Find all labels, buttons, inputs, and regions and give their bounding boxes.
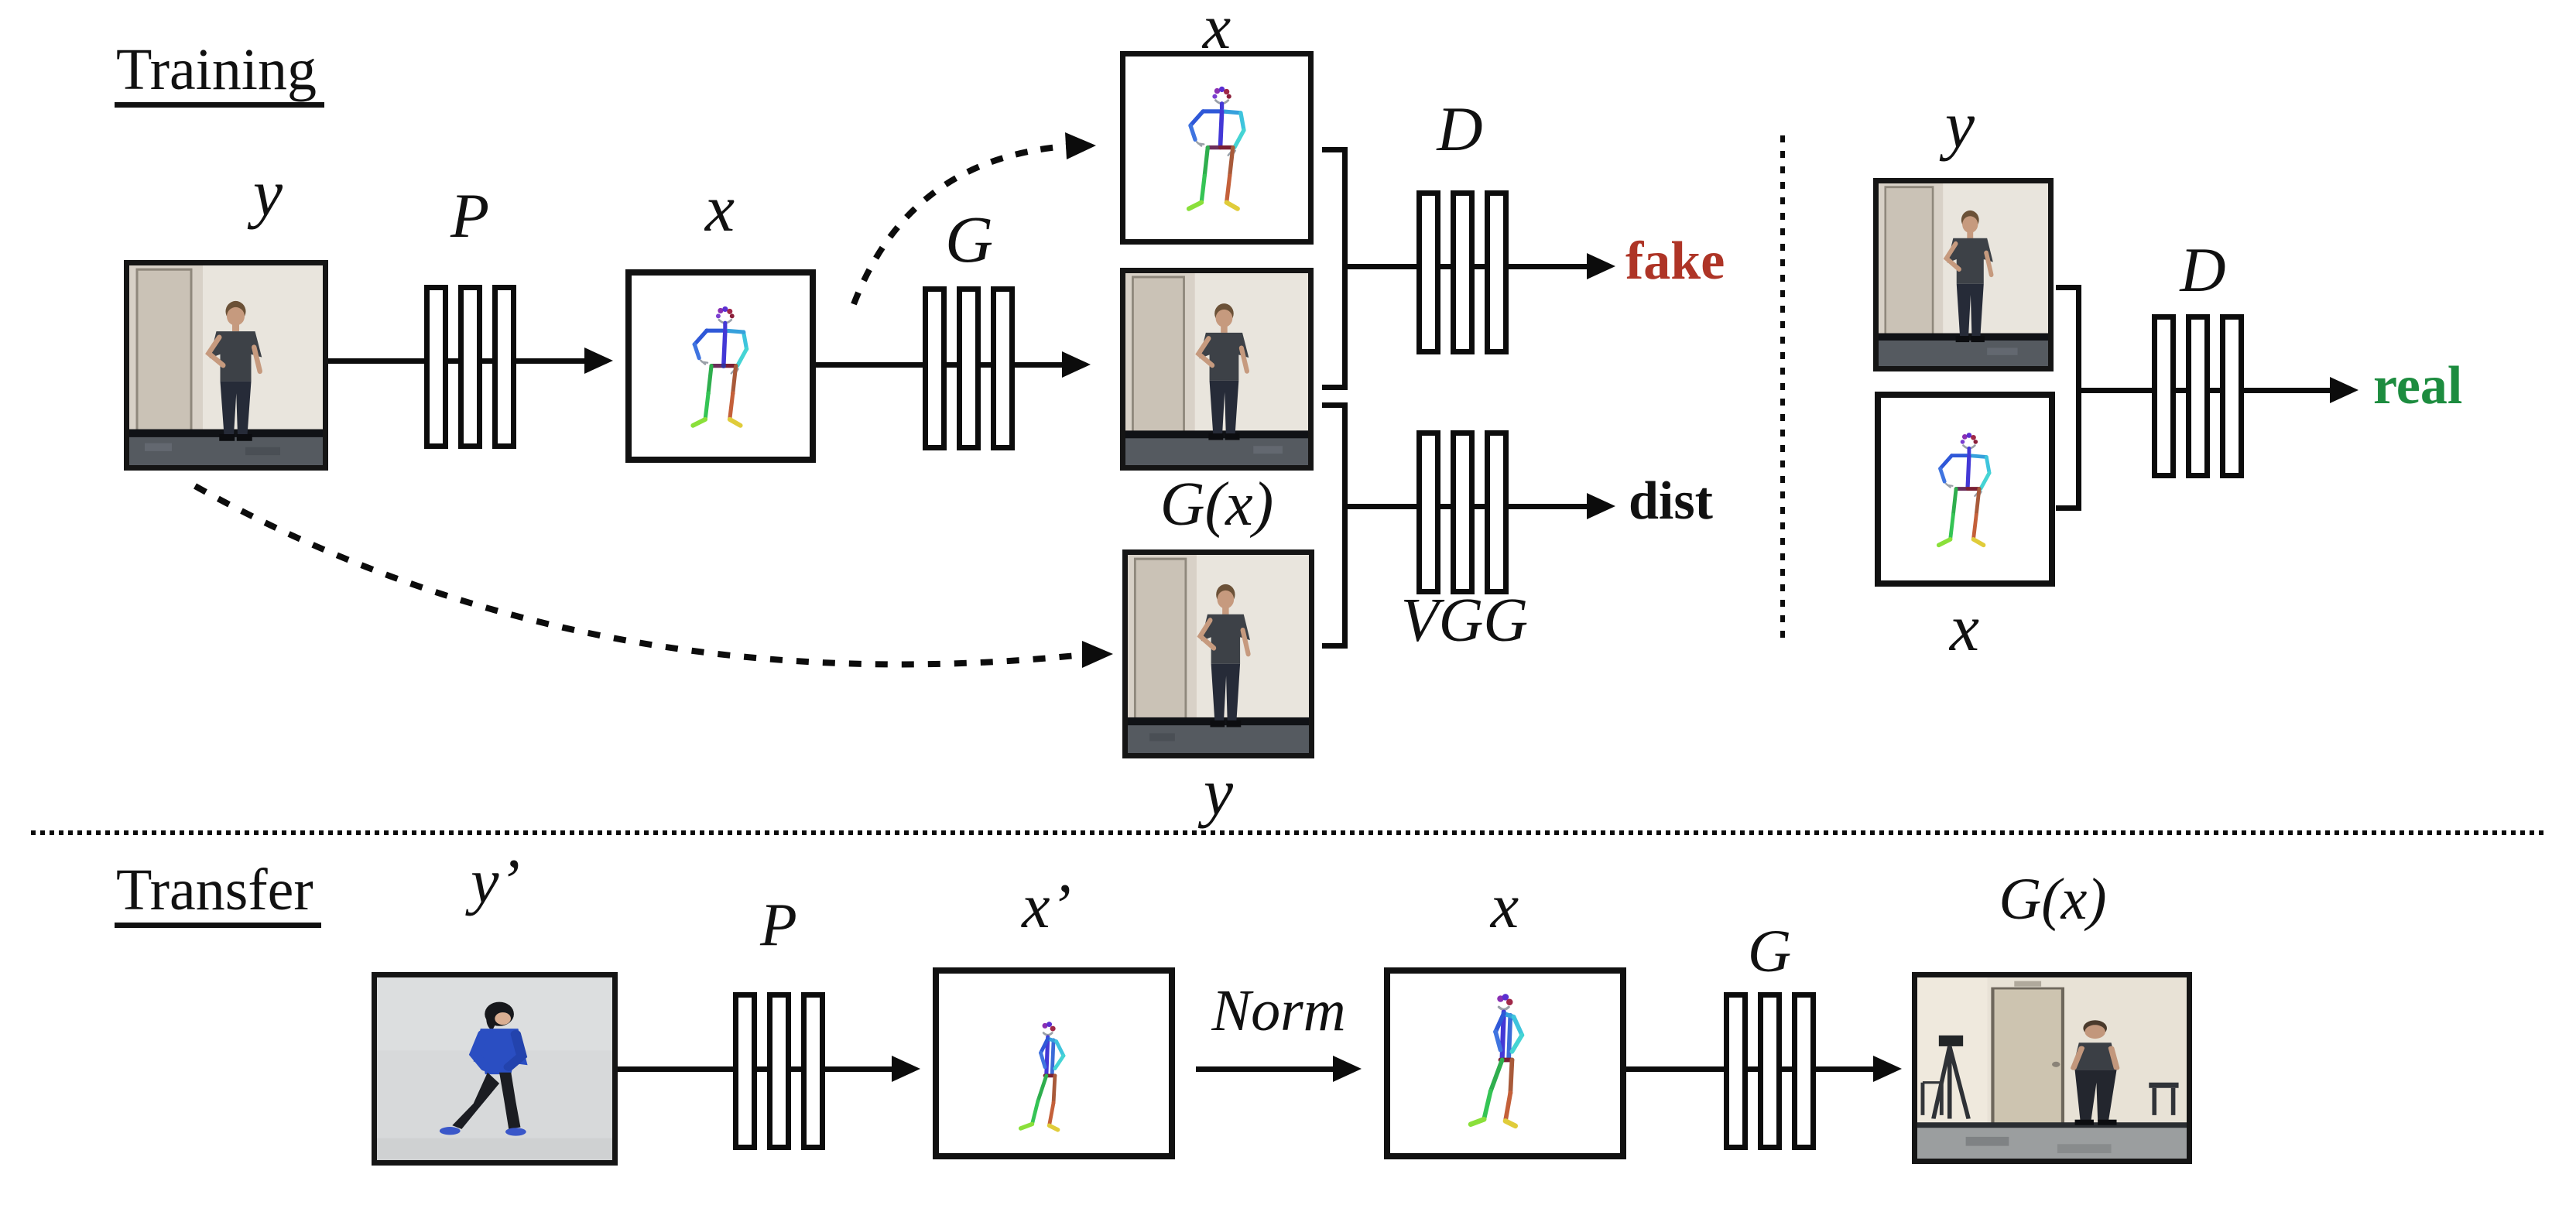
blue-person-scene-graphic bbox=[377, 977, 612, 1160]
pose-network-p bbox=[424, 285, 516, 449]
arrowhead-to-dist-icon bbox=[1587, 493, 1615, 519]
label-p-net: P bbox=[450, 180, 490, 251]
dashed-arrow-pose-head-icon bbox=[1065, 132, 1096, 159]
discriminator-network-d bbox=[1416, 190, 1509, 354]
room-scene-graphic bbox=[1879, 183, 2048, 366]
section-title-transfer: Transfer bbox=[115, 861, 321, 928]
arrowhead-to-pose-box-icon bbox=[584, 347, 613, 374]
label-y-bottom: y bbox=[1203, 755, 1234, 829]
network-layer-icon bbox=[1416, 430, 1440, 594]
pose-skeleton-front-graphic bbox=[1937, 433, 1992, 548]
bracket-real-pair bbox=[2056, 285, 2081, 511]
network-layer-icon bbox=[1451, 430, 1475, 594]
network-layer-icon bbox=[1416, 190, 1440, 354]
room-scene-graphic bbox=[1128, 555, 1309, 753]
pose-skeleton-walk-graphic bbox=[1468, 994, 1524, 1129]
network-layer-icon bbox=[923, 286, 947, 450]
label-fake: fake bbox=[1625, 231, 1725, 291]
network-layer-icon bbox=[2220, 314, 2244, 478]
label-gx-2: G(x) bbox=[1999, 867, 2107, 932]
network-layer-icon bbox=[957, 286, 981, 450]
network-layer-icon bbox=[1792, 992, 1816, 1150]
network-layer-icon bbox=[2186, 314, 2210, 478]
dashed-arrow-y-head-icon bbox=[1082, 641, 1113, 668]
label-g-net-2: G bbox=[1747, 917, 1792, 984]
flow-line-input-to-pose bbox=[328, 358, 584, 364]
arrowhead-to-real-icon bbox=[2330, 377, 2358, 403]
arrowhead-norm-icon bbox=[1333, 1056, 1362, 1082]
arrowhead-to-source-pose-icon bbox=[892, 1056, 920, 1082]
generator-network-g2 bbox=[1724, 992, 1816, 1150]
label-d-net: D bbox=[1437, 94, 1483, 164]
network-layer-icon bbox=[492, 285, 516, 449]
label-y-prime: y’ bbox=[471, 846, 520, 916]
network-layer-icon bbox=[1485, 430, 1509, 594]
network-layer-icon bbox=[1758, 992, 1782, 1150]
flow-line-pose-to-generator-2 bbox=[1626, 1066, 1873, 1072]
image-transfer-result bbox=[1912, 972, 2192, 1164]
network-layer-icon bbox=[991, 286, 1015, 450]
discriminator-network-d2 bbox=[2152, 314, 2244, 478]
photo-y-input bbox=[124, 260, 328, 471]
label-p-net-2: P bbox=[760, 891, 797, 958]
network-layer-icon bbox=[1724, 992, 1748, 1150]
photo-y-real bbox=[1873, 178, 2054, 371]
transfer-room-scene-graphic bbox=[1917, 977, 2187, 1159]
label-x-pose: x bbox=[704, 171, 735, 245]
box-pose-x-real bbox=[1875, 392, 2055, 587]
image-pose-x-top bbox=[1120, 51, 1314, 245]
pose-skeleton-front-graphic bbox=[690, 306, 749, 429]
network-layer-icon bbox=[458, 285, 482, 449]
network-layer-icon bbox=[2152, 314, 2176, 478]
label-y-input: y bbox=[252, 156, 283, 230]
network-layer-icon bbox=[1451, 190, 1475, 354]
label-x-prime: x’ bbox=[1022, 871, 1071, 941]
box-pose-x-norm bbox=[1384, 967, 1626, 1159]
box-pose-x bbox=[625, 269, 816, 463]
label-norm: Norm bbox=[1211, 978, 1346, 1043]
label-x-top: x bbox=[1202, 0, 1231, 62]
label-d-net-2: D bbox=[2180, 235, 2226, 305]
label-x-real: x bbox=[1949, 591, 1980, 665]
photo-y-prime bbox=[372, 972, 618, 1166]
network-layer-icon bbox=[424, 285, 448, 449]
pose-network-p2 bbox=[733, 992, 825, 1150]
label-dist: dist bbox=[1629, 471, 1713, 531]
label-g-net: G bbox=[944, 202, 994, 276]
arrowhead-to-generated-icon bbox=[1062, 351, 1091, 378]
network-layer-icon bbox=[801, 992, 825, 1150]
label-gx: G(x) bbox=[1160, 471, 1274, 539]
generator-network-g bbox=[923, 286, 1015, 450]
network-layer-icon bbox=[767, 992, 791, 1150]
room-scene-graphic bbox=[1125, 273, 1308, 465]
arrowhead-to-result-icon bbox=[1873, 1056, 1902, 1082]
section-divider-horizontal bbox=[31, 830, 2547, 835]
pose-skeleton-front-graphic bbox=[1186, 87, 1246, 212]
image-generated-gx bbox=[1120, 268, 1314, 471]
dashed-arrow-pose-to-stack bbox=[851, 143, 1067, 306]
room-scene-graphic bbox=[129, 265, 323, 465]
bracket-dist-pair bbox=[1322, 402, 1348, 649]
label-x-norm: x bbox=[1490, 871, 1519, 941]
dashed-arrow-y-to-stack bbox=[194, 483, 1084, 668]
image-ground-truth-y bbox=[1122, 549, 1314, 758]
section-divider-vertical bbox=[1780, 135, 1785, 642]
section-title-training: Training bbox=[115, 40, 325, 108]
arrowhead-to-fake-icon bbox=[1587, 253, 1615, 279]
norm-arrow-line bbox=[1196, 1066, 1333, 1072]
label-vgg: VGG bbox=[1400, 587, 1529, 655]
pose-skeleton-walk-graphic bbox=[1019, 1022, 1066, 1132]
network-layer-icon bbox=[1485, 190, 1509, 354]
label-real: real bbox=[2373, 356, 2463, 416]
box-pose-x-prime bbox=[933, 967, 1175, 1159]
vgg-network bbox=[1416, 430, 1509, 594]
label-y-real: y bbox=[1944, 87, 1975, 162]
network-layer-icon bbox=[733, 992, 757, 1150]
